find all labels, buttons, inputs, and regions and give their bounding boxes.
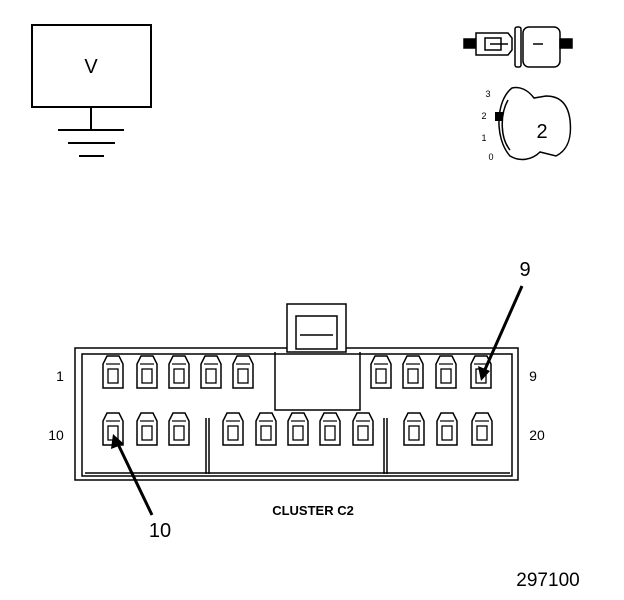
terminal-2 [136,355,158,389]
terminal-4 [200,355,222,389]
terminal-7 [402,355,424,389]
voltmeter-symbol: V [84,56,98,78]
terminal-20 [471,412,493,446]
position-3-label: 3 [485,89,490,99]
callout-label-lower: 10 [149,520,171,542]
row-label-top-right: 9 [529,368,537,384]
selector-position-labels: 3 2 1 0 [481,89,493,162]
terminal-18 [403,412,425,446]
terminal-3 [168,355,190,389]
terminal-15 [287,412,309,446]
terminal-12 [168,412,190,446]
figure-number: 297100 [516,570,579,591]
connector-caption: CLUSTER C2 [272,503,354,518]
terminal-16 [319,412,341,446]
terminal-6 [370,355,392,389]
terminal-11 [136,412,158,446]
selector-switch-icon [495,86,572,161]
row-label-bottom-right: 20 [529,427,545,443]
terminal-10 [102,412,124,446]
selector-step-label: 2 [536,121,547,143]
position-1-label: 1 [481,133,486,143]
probe-connector-icon [463,26,573,68]
voltmeter-icon [31,24,152,157]
position-2-label: 2 [481,111,486,121]
terminal-5 [232,355,254,389]
terminal-14 [255,412,277,446]
terminal-1 [102,355,124,389]
terminal-17 [352,412,374,446]
connector-body [74,303,519,481]
terminal-19 [436,412,458,446]
row-label-bottom-left: 10 [48,427,64,443]
connector-terminals [102,355,493,446]
row-label-top-left: 1 [56,368,64,384]
callout-arrow-lower [111,434,154,516]
position-0-label: 0 [488,152,493,162]
terminal-13 [222,412,244,446]
callout-label-upper: 9 [519,259,530,281]
terminal-8 [435,355,457,389]
callout-arrow-upper [478,285,524,381]
